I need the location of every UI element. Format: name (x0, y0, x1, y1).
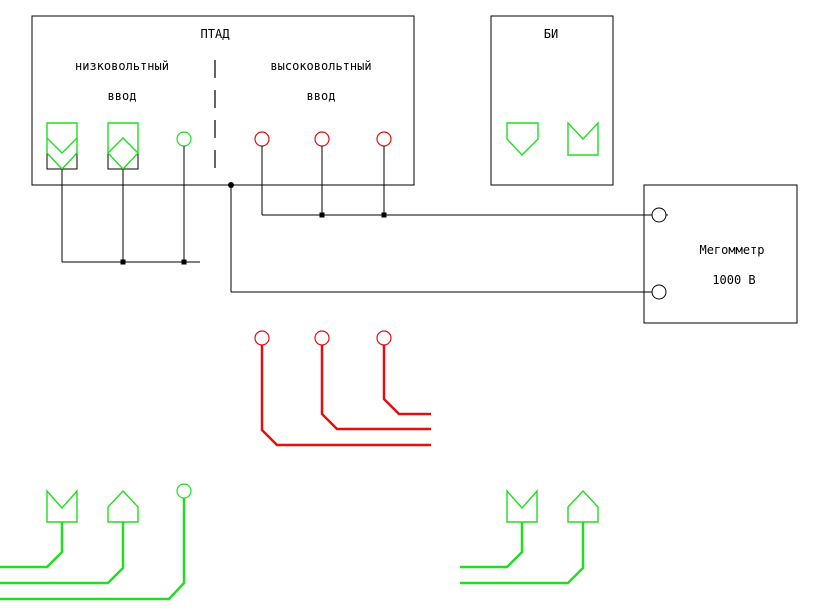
ptad-frame (31, 15, 415, 186)
high-voltage-terminal-2-icon (314, 131, 330, 147)
high-voltage-label-line2: ввод (307, 89, 336, 103)
low-voltage-label-line2: ввод (108, 89, 137, 103)
ptad-title: ПТАД (201, 27, 231, 41)
low-voltage-cable-left (0, 483, 192, 601)
lv-cable-wire-2 (0, 522, 125, 585)
ground-terminal-icon (176, 131, 192, 147)
hv-cable-terminal-3-icon (376, 330, 392, 346)
lv-cable-socket-v-icon (46, 489, 78, 523)
hv-cable-terminal-2-icon (314, 330, 330, 346)
lv-cable-right-wire-2 (460, 522, 585, 585)
hv-cable-wire-1 (260, 345, 431, 447)
lv-cable-right-socket-v-icon (506, 489, 538, 523)
hv-cable-terminal-1-icon (254, 330, 270, 346)
megohmmeter-terminal-bottom-icon (651, 284, 667, 300)
megohmmeter-frame (643, 184, 798, 324)
bi-block: БИ (490, 15, 614, 186)
wiring-junctions (120, 182, 387, 265)
high-voltage-cable (254, 330, 431, 447)
megohmmeter-voltage: 1000 В (712, 273, 755, 287)
socket-caret-icon (107, 122, 139, 171)
high-voltage-terminal-1-icon (254, 131, 270, 147)
low-voltage-label-line1: низковольтный (75, 59, 169, 73)
high-voltage-label-line1: высоковольтный (270, 59, 371, 73)
socket-v-icon (46, 122, 78, 171)
megohmmeter-title: Мегомметр (699, 243, 764, 257)
megohmmeter-block: Мегомметр 1000 В (643, 184, 798, 324)
lv-cable-right-wire-1 (460, 522, 524, 569)
megohmmeter-terminal-top-icon (651, 207, 667, 223)
hv-cable-wire-3 (382, 345, 431, 416)
lv-cable-socket-caret-icon (107, 489, 139, 523)
lv-cable-right-socket-caret-icon (567, 489, 599, 523)
test-wiring (61, 146, 668, 293)
lv-cable-wire-3 (0, 498, 186, 601)
lv-cable-ground-icon (176, 483, 192, 499)
bi-socket-v-icon (506, 122, 539, 157)
bi-frame (490, 15, 614, 186)
bi-socket-caret-icon (567, 121, 599, 156)
ptad-block: ПТАД низковольтный ввод высоковольтный в… (31, 15, 415, 186)
low-voltage-cable-right (460, 489, 599, 585)
lv-cable-wire-1 (0, 522, 64, 569)
bi-title: БИ (544, 27, 558, 41)
high-voltage-terminal-3-icon (376, 131, 392, 147)
hv-cable-wire-2 (320, 345, 431, 431)
